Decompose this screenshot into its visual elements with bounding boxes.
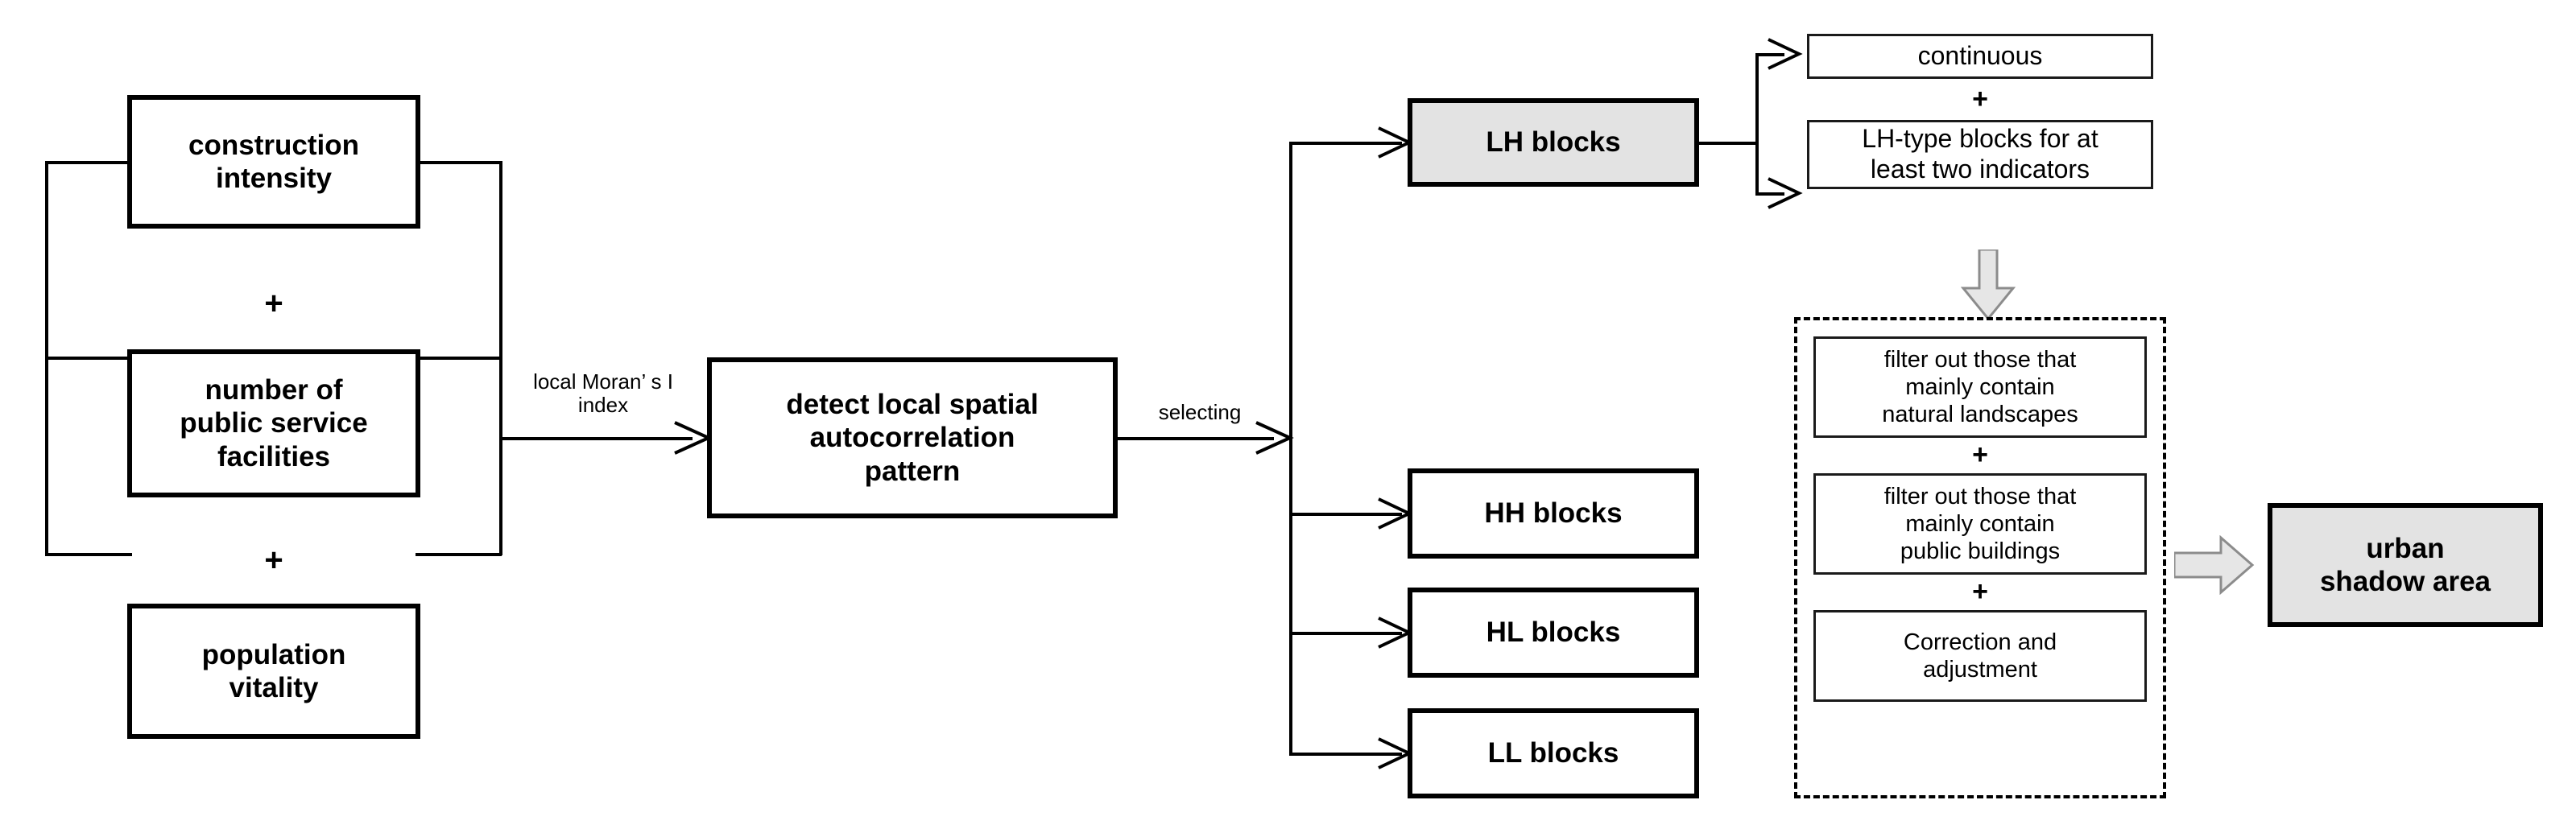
branch-line-lh-type-two-indicators [1755, 192, 1784, 196]
blocks-split-spine [1289, 142, 1292, 755]
edge-detect-to-split [1118, 437, 1274, 440]
branch-line-hh-blocks [1289, 513, 1402, 516]
criteria-operator-plus: + [1972, 84, 1988, 114]
input-bracket-right-top-stub [416, 161, 502, 164]
filter-box-natural-landscapes[interactable]: filter out those that mainly contain nat… [1813, 336, 2147, 438]
input-bracket-right-mid-stub [416, 357, 502, 360]
edge-label-local-moran-index: local Moran’ s I index [533, 369, 673, 418]
branch-line-ll-blocks [1289, 753, 1402, 756]
edge-label-selecting: selecting [1158, 400, 1242, 424]
output-box-urban-shadow-area[interactable]: urban shadow area [2268, 503, 2543, 627]
block-box-lh-blocks[interactable]: LH blocks [1408, 98, 1699, 187]
edge-lh-to-criteria [1699, 142, 1758, 145]
filter-box-correction-adjustment[interactable]: Correction and adjustment [1813, 610, 2147, 702]
input-bracket-right-bottom-stub [416, 553, 502, 556]
block-arrow-down-icon [1960, 250, 2016, 320]
input-bracket-left-bottom-stub [45, 553, 132, 556]
input-box-population-vitality[interactable]: population vitality [127, 604, 420, 739]
criteria-box-continuous[interactable]: continuous [1807, 34, 2153, 79]
process-box-detect-pattern[interactable]: detect local spatial autocorrelation pat… [707, 357, 1118, 518]
input-operator-plus-2: + [264, 542, 283, 578]
filter-operator-plus-1: + [1972, 439, 1988, 470]
branch-line-hl-blocks [1289, 632, 1402, 635]
criteria-box-lh-type-two-indicators[interactable]: LH-type blocks for at least two indicato… [1807, 120, 2153, 189]
branch-line-continuous [1755, 53, 1784, 56]
input-bracket-left-mid-stub [45, 357, 132, 360]
block-box-ll-blocks[interactable]: LL blocks [1408, 708, 1699, 798]
block-arrow-right-icon [2174, 535, 2255, 595]
input-bracket-left-top-stub [45, 161, 132, 164]
block-box-hl-blocks[interactable]: HL blocks [1408, 588, 1699, 678]
input-box-public-service-facilities[interactable]: number of public service facilities [127, 349, 420, 497]
filter-box-public-buildings[interactable]: filter out those that mainly contain pub… [1813, 473, 2147, 575]
branch-line-lh-blocks [1289, 142, 1402, 145]
input-box-construction-intensity[interactable]: construction intensity [127, 95, 420, 229]
input-operator-plus-1: + [264, 286, 283, 321]
filters-dashed-container [1794, 317, 2166, 798]
criteria-split-spine [1755, 53, 1759, 195]
block-box-hh-blocks[interactable]: HH blocks [1408, 468, 1699, 559]
edge-inputs-to-detect [499, 437, 693, 440]
filter-operator-plus-2: + [1972, 576, 1988, 607]
